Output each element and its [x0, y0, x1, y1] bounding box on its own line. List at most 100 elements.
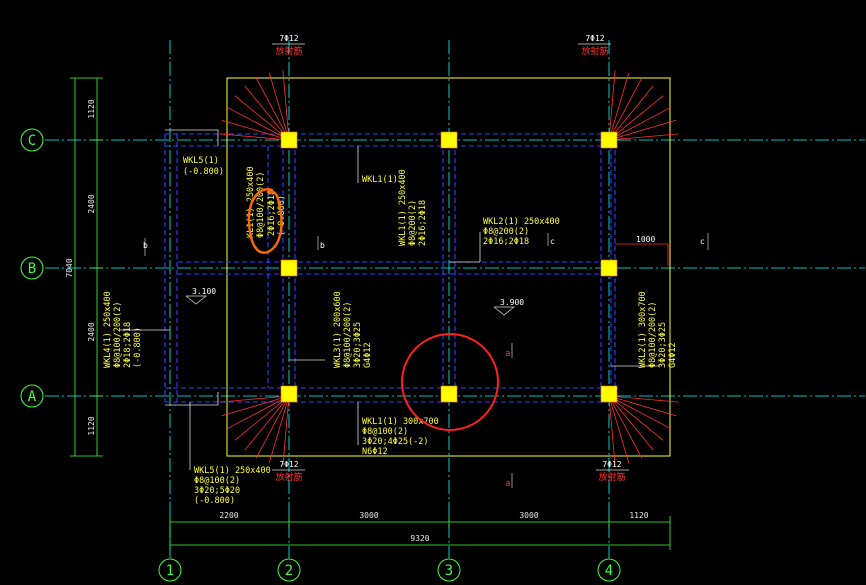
wkl2-right-vert: WKL2(1) 300x700 Φ8@100/200(2) 3Φ20;3Φ25 … — [638, 291, 678, 368]
bubble-b — [20, 256, 44, 280]
cr-tr-sub: 放射筋 — [581, 45, 608, 57]
fan-bottom-left-bar — [282, 395, 290, 466]
beams — [164, 133, 618, 403]
bubble-3 — [437, 558, 461, 582]
axis-label-c: C — [28, 133, 36, 149]
wkl1-bot-2: Φ8@100(2) — [362, 427, 408, 437]
wkl2r-4: G4Φ12 — [668, 342, 678, 368]
column-c3 — [440, 131, 458, 149]
cr-tr-label: 7Φ12 — [585, 34, 604, 43]
axis-bubbles — [20, 128, 621, 582]
fan-bottom-right-bar — [608, 395, 679, 403]
wkl2-mid-3: 2Φ16;2Φ18 — [483, 237, 529, 247]
axis-label-4: 4 — [605, 563, 613, 579]
bubble-1 — [158, 558, 182, 582]
fan-bottom-right-bar — [608, 395, 672, 430]
cr-bl-label: 7Φ12 — [279, 460, 298, 469]
wkl5-top-1: WKL5(1) — [183, 156, 219, 166]
fan-top-right-bar — [608, 70, 616, 141]
wkl3-2: Φ8@100/200(2) — [343, 301, 353, 368]
axis-label-2: 2 — [285, 563, 293, 579]
dim-l-1120-top: 1120 — [87, 99, 96, 118]
corner-rebar-labels: 7Φ12 放射筋 7Φ12 放射筋 7Φ12 放射筋 7Φ12 放射筋 — [272, 34, 629, 483]
axis-labels: C B A 1 2 3 4 — [28, 133, 613, 579]
right-small-dim: 1000 — [615, 235, 669, 266]
cr-br-sub: 放射筋 — [598, 471, 625, 483]
wkl4-4: (-0.800) — [133, 327, 143, 368]
fan-top-right-bar — [608, 119, 677, 141]
dim-l-2400-b: 2400 — [87, 322, 96, 341]
axis-label-1: 1 — [166, 563, 174, 579]
section-mark-labels: b b c c a a — [143, 237, 705, 489]
wkl1-vert-3: 2Φ16;2Φ18 — [418, 200, 428, 246]
column-b4 — [600, 259, 618, 277]
slab-outline — [226, 77, 671, 457]
kl-left-2: Φ8@100/200(2) — [256, 171, 266, 238]
dimension-texts: 2200 3000 3000 1120 9320 1120 2400 2400 … — [65, 99, 649, 543]
wkl5-bot-4: (-0.800) — [194, 496, 235, 506]
fan-top-left-bar — [226, 106, 290, 141]
fan-bottom-left-bar — [221, 395, 290, 417]
fan-top-left-bar — [234, 95, 290, 141]
elevation-marks: 3.100 3.900 — [185, 287, 524, 316]
wkl5-bot-2: Φ8@100(2) — [194, 476, 240, 486]
fan-top-left-bar — [268, 72, 290, 141]
dim-3000-a: 3000 — [359, 511, 378, 520]
wkl3-4: G4Φ12 — [363, 342, 373, 368]
fan-bottom-left-bar — [226, 395, 290, 430]
column-a2 — [280, 385, 298, 403]
wkl2r-2: Φ8@100/200(2) — [648, 301, 658, 368]
fan-top-right-bar — [608, 106, 672, 141]
wkl3-vert: WKL3(1) 200x600 Φ8@100/200(2) 3Φ20;3Φ25 … — [333, 291, 373, 368]
left-edge-top — [165, 129, 219, 146]
corner-rebar-fans — [219, 70, 679, 466]
wkl1-bot-1: WKL1(1) 300x700 — [362, 417, 439, 427]
fan-bottom-left-bar — [234, 395, 290, 441]
dim-l-7040: 7040 — [65, 258, 74, 277]
dim-l-1120-bot: 1120 — [87, 416, 96, 435]
wkl5-bot-1: WKL5(1) 250x400 — [194, 466, 271, 476]
wkl2r-3: 3Φ20;3Φ25 — [658, 322, 668, 368]
wkl1-bot-3: 3Φ20;4Φ25(-2) — [362, 437, 429, 447]
fan-bottom-left-bar — [268, 395, 290, 464]
fan-top-right-bar — [608, 133, 679, 141]
fan-bottom-right-bar — [608, 395, 630, 464]
bubble-c — [20, 128, 44, 152]
mark-c-mid: c — [550, 237, 555, 246]
cr-tl-label: 7Φ12 — [279, 34, 298, 43]
fan-bottom-right-bar — [608, 395, 664, 441]
bubble-2 — [277, 558, 301, 582]
elev-left: 3.100 — [192, 287, 216, 296]
fan-bottom-right-bar — [608, 395, 654, 451]
wkl3-1: WKL3(1) 200x600 — [333, 291, 343, 368]
column-b2 — [280, 259, 298, 277]
mark-c-right: c — [700, 237, 705, 246]
elev-right-symbol — [493, 306, 515, 316]
wkl2-mid-2: Φ8@200(2) — [483, 227, 529, 237]
wkl4-vert: WKL4(1) 250x400 Φ8@100/200(2) 2Φ18;2Φ18 … — [103, 291, 143, 368]
cr-bl-sub: 放射筋 — [275, 471, 302, 483]
section-cuts — [144, 233, 709, 488]
dim-1120-b: 1120 — [629, 511, 648, 520]
wkl2-mid-1: WKL2(1) 250x400 — [483, 217, 560, 227]
mark-a-bot: a — [505, 479, 510, 489]
column-a4 — [600, 385, 618, 403]
wkl1-bot-4: N6Φ12 — [362, 447, 388, 457]
edge-lines — [120, 129, 660, 470]
axis-label-3: 3 — [445, 563, 453, 579]
orange-hand-mark — [247, 188, 283, 254]
wkl1-vert: WKL1(1) 250x400 Φ8@200(2) 2Φ16;2Φ18 — [398, 169, 428, 246]
wkl4-1: WKL4(1) 250x400 — [103, 291, 113, 368]
wkl4-3: 2Φ18;2Φ18 — [123, 322, 133, 368]
fan-top-left-bar — [244, 85, 290, 141]
cr-br-label: 7Φ12 — [602, 460, 621, 469]
wkl5-top-2: (-0.800) — [183, 167, 224, 177]
axis-label-a: A — [28, 389, 37, 405]
fan-bottom-left-bar — [255, 395, 290, 459]
dim-3000-b: 3000 — [519, 511, 538, 520]
wkl1-vert-1: WKL1(1) 250x400 — [398, 169, 408, 246]
mark-b-left: b — [143, 241, 148, 250]
dimension-lines — [70, 77, 671, 550]
